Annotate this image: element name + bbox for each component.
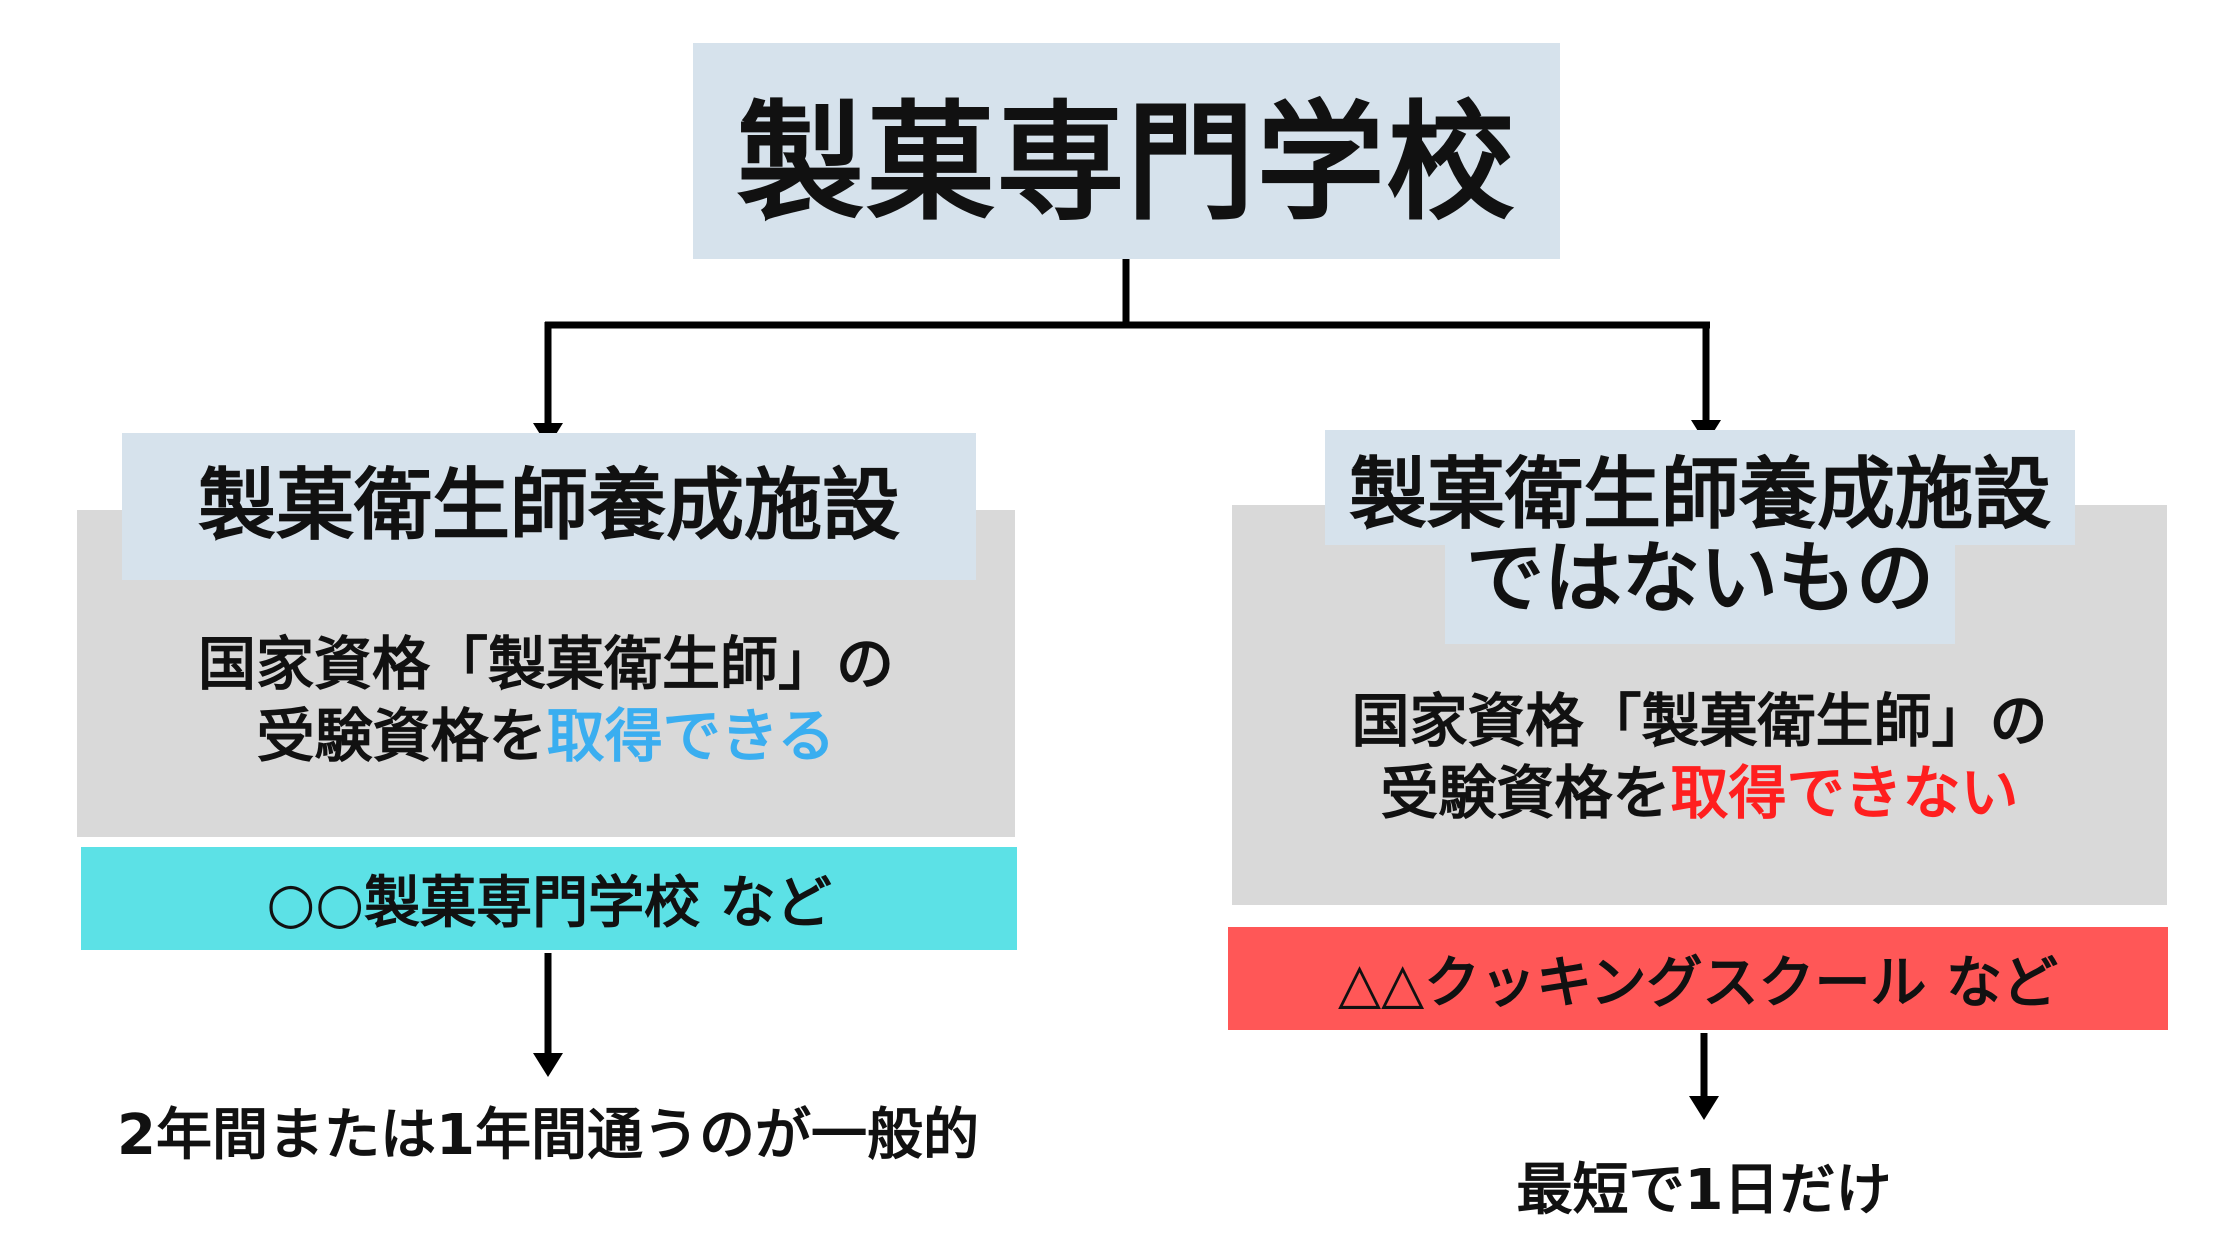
left-example: ○○製菓専門学校 など xyxy=(266,871,832,936)
left-label: 製菓衛生師養成施設 xyxy=(197,461,900,552)
right-label-line1-box xyxy=(1325,430,2075,545)
right-label-line2-box xyxy=(1445,540,1955,644)
right-desc-highlight: 取得できない xyxy=(1670,759,2019,827)
right-example: △△クッキングスクール など xyxy=(1338,951,2058,1016)
left-result-arrowhead xyxy=(533,1053,563,1077)
right-result: 最短で1日だけ xyxy=(1400,1140,2008,1230)
left-description: 国家資格「製菓衛生師」の 受験資格を取得できる xyxy=(77,625,1015,775)
right-result-text: 最短で1日だけ xyxy=(1516,1157,1892,1223)
left-result-text: 2年間または1年間通うのが一般的 xyxy=(117,1102,979,1168)
root-node: 製菓専門学校 xyxy=(693,43,1560,259)
left-desc-line1: 国家資格「製菓衛生師」の xyxy=(197,629,894,698)
left-desc-prefix: 受験資格を xyxy=(256,702,547,770)
right-result-arrowhead xyxy=(1689,1096,1719,1120)
left-label-box: 製菓衛生師養成施設 xyxy=(122,433,976,580)
right-desc-line2: 受験資格を取得できない xyxy=(1380,757,2018,830)
root-title: 製菓専門学校 xyxy=(736,88,1517,238)
right-label: 製菓衛生師養成施設 ではないもの xyxy=(1325,430,2075,644)
left-desc-line2: 受験資格を取得できる xyxy=(257,700,836,773)
right-label-line2: ではないもの xyxy=(1465,534,1934,624)
right-label-line1: 製菓衛生師養成施設 xyxy=(1348,449,2051,540)
right-description: 国家資格「製菓衛生師」の 受験資格を取得できない xyxy=(1232,682,2167,832)
left-result: 2年間または1年間通うのが一般的 xyxy=(60,1085,1036,1175)
right-desc-line1: 国家資格「製菓衛生師」の xyxy=(1351,686,2048,755)
right-desc-prefix: 受験資格を xyxy=(1380,759,1671,827)
left-desc-highlight: 取得できる xyxy=(546,702,836,770)
left-example-box: ○○製菓専門学校 など xyxy=(81,847,1017,950)
right-example-box: △△クッキングスクール など xyxy=(1228,927,2168,1030)
